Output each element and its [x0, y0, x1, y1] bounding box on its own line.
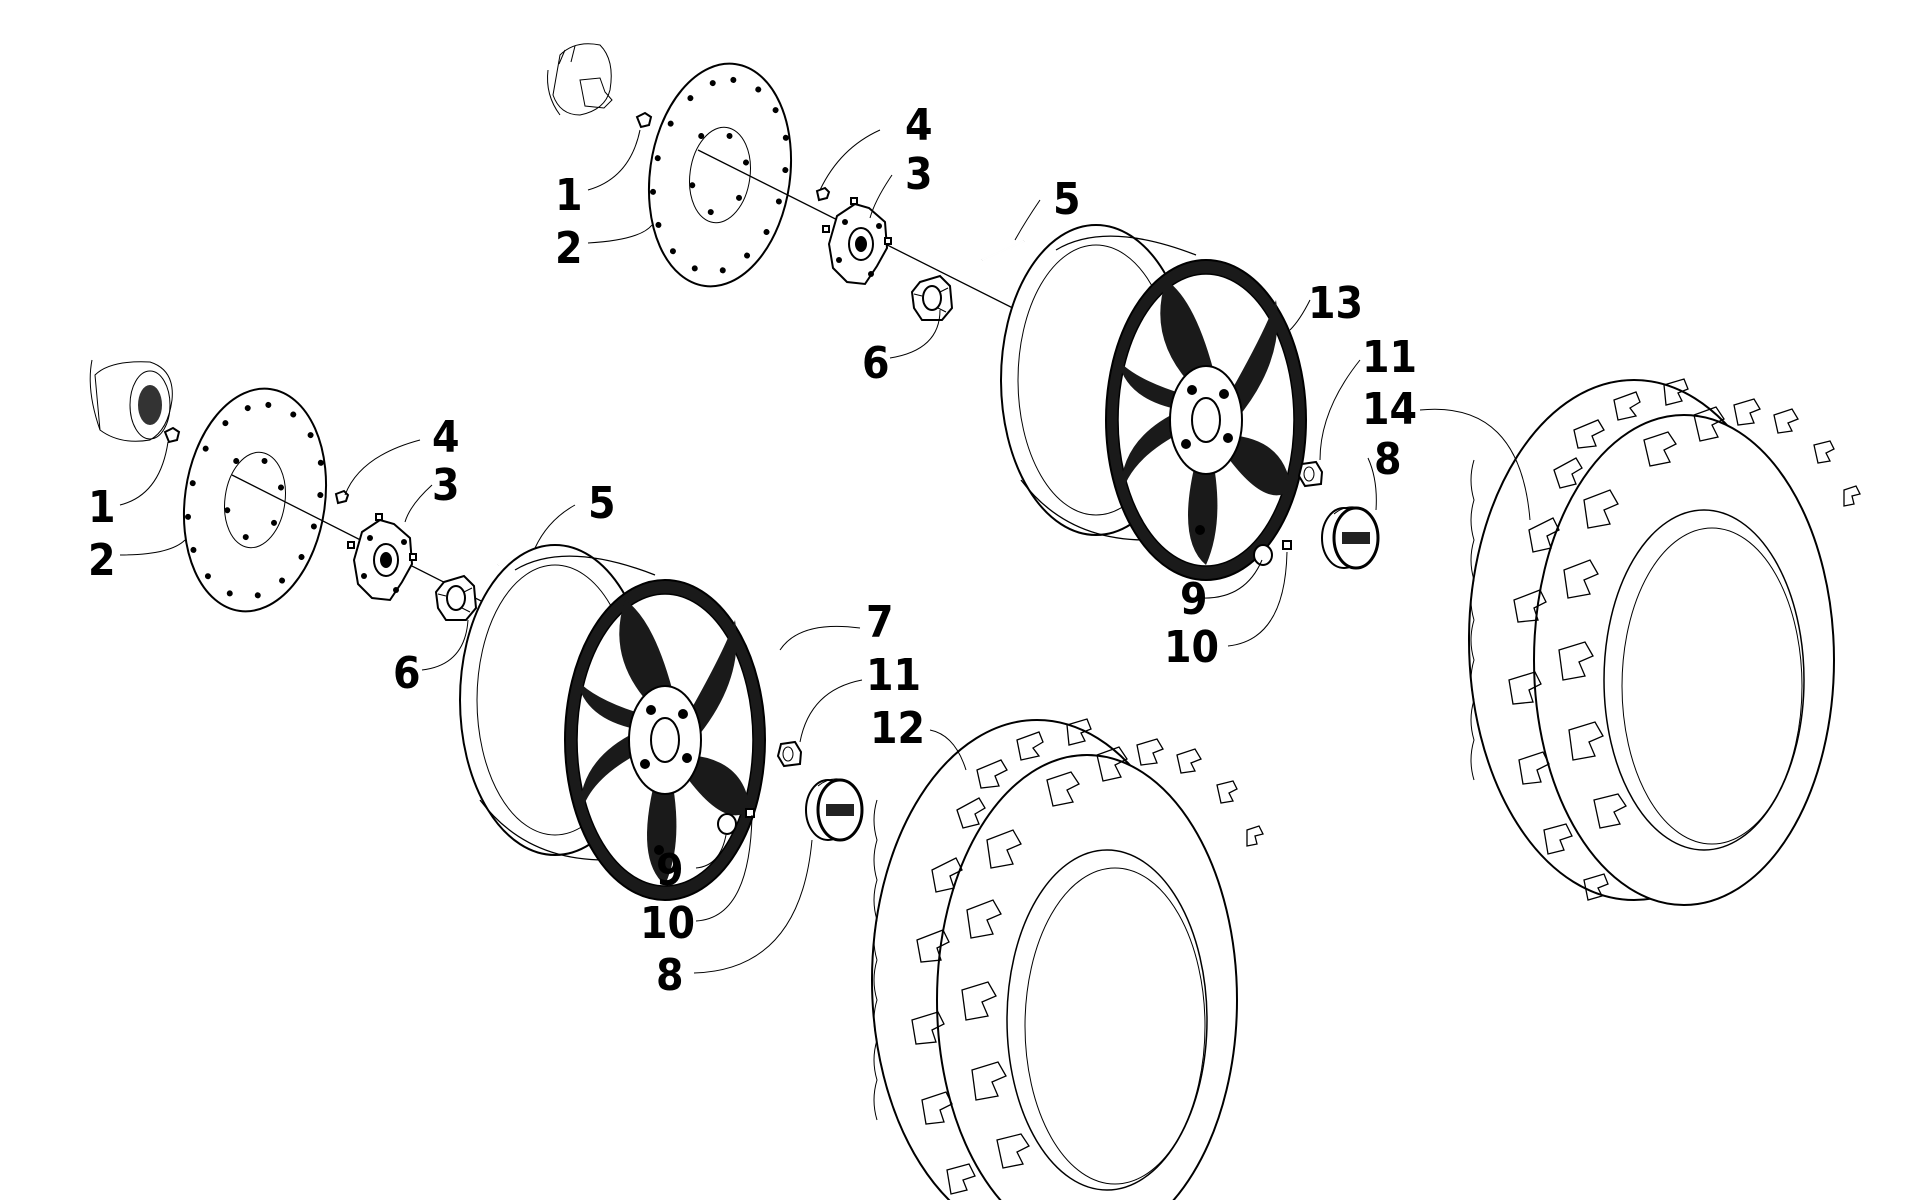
callout-labels: 1 2 4 3 5 6 13 11 14 8 9 10 1 2 4 3 5 6 …	[88, 100, 1417, 1001]
bolt-1-lower	[163, 426, 181, 444]
callout-11-upper: 11	[1362, 332, 1417, 383]
callout-7: 7	[866, 597, 894, 648]
callout-1-lower: 1	[88, 482, 116, 533]
callout-3-lower: 3	[432, 460, 460, 511]
callout-5-lower: 5	[588, 478, 616, 529]
hub-cap-8-lower	[804, 777, 864, 842]
callout-4-upper: 4	[905, 100, 933, 151]
hub-upper	[822, 197, 892, 285]
callout-8-lower: 8	[656, 950, 684, 1001]
callout-13: 13	[1308, 278, 1363, 329]
callout-5-upper: 5	[1053, 174, 1081, 225]
callout-6-upper: 6	[862, 338, 890, 389]
tire-14	[1468, 378, 1861, 906]
valve-stem-9-lower	[717, 808, 755, 835]
callout-9-upper: 9	[1180, 574, 1208, 625]
hub-cap-8-upper	[1320, 505, 1380, 570]
brake-disc-upper	[634, 53, 806, 297]
wheel-rim-13	[1000, 224, 1307, 581]
callout-11-lower: 11	[866, 650, 921, 701]
hub-lower	[347, 513, 417, 601]
callout-2-upper: 2	[555, 223, 583, 274]
cotter-pin-5-upper	[981, 240, 1025, 261]
callout-6-lower: 6	[393, 648, 421, 699]
callout-9-lower: 9	[656, 845, 684, 896]
callout-4-lower: 4	[432, 412, 460, 463]
callout-1-upper: 1	[555, 170, 583, 221]
brake-disc-lower	[169, 378, 341, 622]
castle-nut-lower	[435, 575, 477, 621]
callout-12: 12	[870, 703, 925, 754]
callout-10-upper: 10	[1164, 622, 1219, 673]
bolt-4-upper	[815, 186, 831, 202]
leader-lines	[119, 129, 1531, 974]
callout-14: 14	[1362, 384, 1417, 435]
callout-2-lower: 2	[88, 535, 116, 586]
lug-nut-11-upper	[1298, 461, 1323, 487]
axle-housing-lower	[89, 359, 173, 442]
axle-housing-upper	[547, 43, 613, 116]
callout-3-upper: 3	[905, 149, 933, 200]
wheel-rim-7	[459, 544, 766, 901]
tire-12	[871, 718, 1264, 1200]
valve-stem-9-upper	[1253, 540, 1292, 566]
castle-nut-upper	[911, 275, 953, 321]
lug-nut-11-lower	[777, 741, 802, 767]
callout-10-lower: 10	[640, 898, 695, 949]
callout-8-upper: 8	[1374, 434, 1402, 485]
bolt-1-upper	[635, 111, 653, 129]
